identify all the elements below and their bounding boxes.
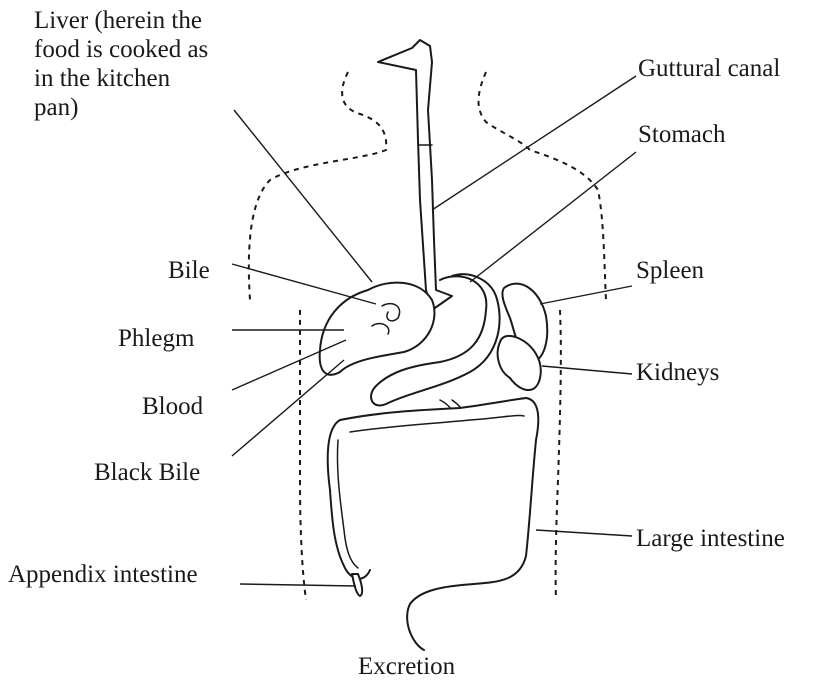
leader-black-bile xyxy=(232,360,344,456)
label-black-bile: Black Bile xyxy=(94,458,200,488)
label-guttural-canal: Guttural canal xyxy=(638,54,780,84)
label-kidneys: Kidneys xyxy=(636,358,719,388)
leader-bile xyxy=(232,264,376,304)
leader-large-intestine xyxy=(536,530,632,536)
label-blood: Blood xyxy=(142,392,203,422)
label-spleen: Spleen xyxy=(636,256,704,286)
label-phlegm: Phlegm xyxy=(118,324,194,354)
label-appendix-intestine: Appendix intestine xyxy=(8,560,198,590)
leader-appendix xyxy=(240,584,356,586)
label-stomach: Stomach xyxy=(638,120,726,150)
leader-guttural-canal xyxy=(432,76,636,210)
label-liver: Liver (herein the food is cooked as in t… xyxy=(34,6,208,122)
large-intestine xyxy=(328,398,539,650)
liver xyxy=(320,283,435,375)
label-large-intestine: Large intestine xyxy=(636,524,785,554)
leader-kidneys xyxy=(542,366,632,374)
leader-stomach xyxy=(470,152,636,282)
leader-liver xyxy=(234,110,372,282)
leader-spleen xyxy=(540,286,632,304)
esophagus xyxy=(378,40,452,310)
label-bile: Bile xyxy=(168,256,210,286)
caption-excretion: Excretion xyxy=(358,652,455,682)
